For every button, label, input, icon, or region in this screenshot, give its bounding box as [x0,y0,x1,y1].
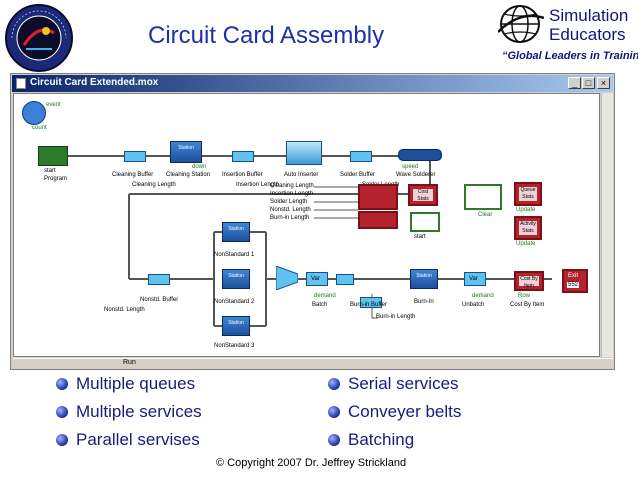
nonstd-length-label: Nonstd. Length [104,307,145,313]
lengths-table-block[interactable] [358,184,398,210]
maximize-button[interactable]: □ [582,77,595,89]
burnin-buffer-block[interactable] [360,297,382,308]
start-label: start [44,168,56,174]
model-window: Circuit Card Extended.mox _ □ × [10,73,615,370]
insertion-length-label: Insertion Length [236,182,280,188]
list-insertion-length: Insertion Length [270,191,314,197]
burnin-buffer-label: Burn-in Buffer [350,302,387,308]
wave-solderer-belt[interactable] [398,149,442,161]
wave-solderer-label: Wave Solderer [396,172,436,178]
count-label: count [32,125,47,131]
agency-seal-icon [4,3,74,73]
bullet-item: Parallel servises [56,430,306,452]
cleaning-buffer-label: Cleaning Buffer [112,172,154,178]
auto-inserter-label: Auto Inserter [284,172,319,178]
right-bullet-list: Serial services Conveyer belts Batching [328,374,578,454]
nonstandard-1-label: NonStandard 1 [214,252,255,258]
nonstandard-3-station[interactable]: Station [222,316,250,336]
copyright-text: © Copyright 2007 Dr. Jeffrey Strickland [216,457,407,469]
row-label: Row [518,293,531,299]
brand-name-line2: Educators [549,25,626,44]
cost-stats-block[interactable]: Cost Stats [408,184,438,206]
insertion-buffer-label: Insertion Buffer [222,172,263,178]
nonstd-buffer-block[interactable] [148,274,170,285]
status-bar: Run [13,358,613,369]
burnin-table-block[interactable] [358,211,398,229]
start-notebook-block[interactable] [410,212,440,232]
batch-label: Batch [312,302,328,308]
exit-count: 552 [567,282,580,288]
merge-funnel-icon[interactable] [275,265,299,291]
down-label: down [192,164,207,170]
cleaning-buffer-block[interactable] [124,151,146,162]
bullet-icon [56,378,68,390]
cost-by-item-label: Cost By Item [510,302,545,308]
program-label: Program [44,176,68,182]
solder-buffer-label: Solder Buffer [340,172,375,178]
brand-tagline: “Global Leaders in Training” [502,50,638,62]
bullet-item: Batching [328,430,578,452]
plotter-block[interactable] [464,184,502,210]
globe-icon [497,4,545,44]
burnin-label: Burn-In [414,299,434,305]
list-cleaning-length: Cleaning Length [270,183,314,189]
bullet-item: Multiple queues [56,374,306,396]
list-burnin-length: Burn-in Length [270,215,310,221]
event-label: event [46,102,61,108]
clock-icon[interactable] [22,101,46,125]
nonstandard-2-station[interactable]: Station [222,269,250,289]
unbatch-label: Unbatch [462,302,485,308]
vertical-scrollbar[interactable] [601,93,613,357]
nonstandard-1-station[interactable]: Station [222,222,250,242]
cleaning-station-label: Cleaning Station [166,172,211,178]
queue-update-label: Update [516,207,536,213]
burnin-station[interactable]: Station [410,269,438,289]
burnin-length-label: Burn-in Length [376,314,416,320]
list-nonstd-length: Nonstd. Length [270,207,311,213]
nonstd-buffer-label: Nonstd. Buffer [140,297,179,303]
connection-lines [58,155,552,327]
transfer-block[interactable] [336,274,354,285]
auto-inserter-block[interactable] [286,141,322,165]
batch-demand-label: demand [314,293,336,299]
program-block[interactable] [38,146,68,166]
list-solder-length: Solder Length [270,199,308,205]
insertion-buffer-block[interactable] [232,151,254,162]
queue-stats-block[interactable]: Queue Stats [514,182,542,206]
bullet-icon [56,406,68,418]
window-title: Circuit Card Extended.mox [30,77,159,88]
activity-stats-block[interactable]: Activity Stats [514,216,542,240]
cleaning-length-label: Cleaning Length [132,182,176,188]
bullet-icon [328,434,340,446]
batch-var-block[interactable]: Var [306,272,328,286]
clear-label: Clear [478,212,493,218]
bullet-item: Serial services [328,374,578,396]
solder-buffer-block[interactable] [350,151,372,162]
brand-name-line1: Simulation [549,6,629,25]
document-icon [16,78,26,89]
unbatch-demand-label: demand [472,293,494,299]
status-run-label: Run [123,359,136,366]
bullet-item: Conveyer belts [328,402,578,424]
slide-title: Circuit Card Assembly [148,22,385,49]
close-button[interactable]: × [597,77,610,89]
bullet-icon [328,378,340,390]
exit-block[interactable]: Exit 552 [562,269,588,293]
nonstandard-3-label: NonStandard 3 [214,343,255,349]
cost-by-item-block[interactable]: Cost By Item [514,271,544,291]
bullet-icon [328,406,340,418]
start-label-2: start [414,234,426,240]
speed-label: speed [402,164,419,170]
minimize-button[interactable]: _ [568,77,581,89]
unbatch-var-block[interactable]: Var [464,272,486,286]
nonstandard-2-label: NonStandard 2 [214,299,255,305]
window-titlebar[interactable]: Circuit Card Extended.mox _ □ × [12,75,613,92]
bullet-icon [56,434,68,446]
cleaning-station-block[interactable]: Station [170,141,202,163]
model-canvas[interactable]: event count Program start Cleaning Buffe… [13,93,600,357]
activity-update-label: Update [516,241,536,247]
bullet-item: Multiple services [56,402,306,424]
left-bullet-list: Multiple queues Multiple services Parall… [56,374,306,454]
